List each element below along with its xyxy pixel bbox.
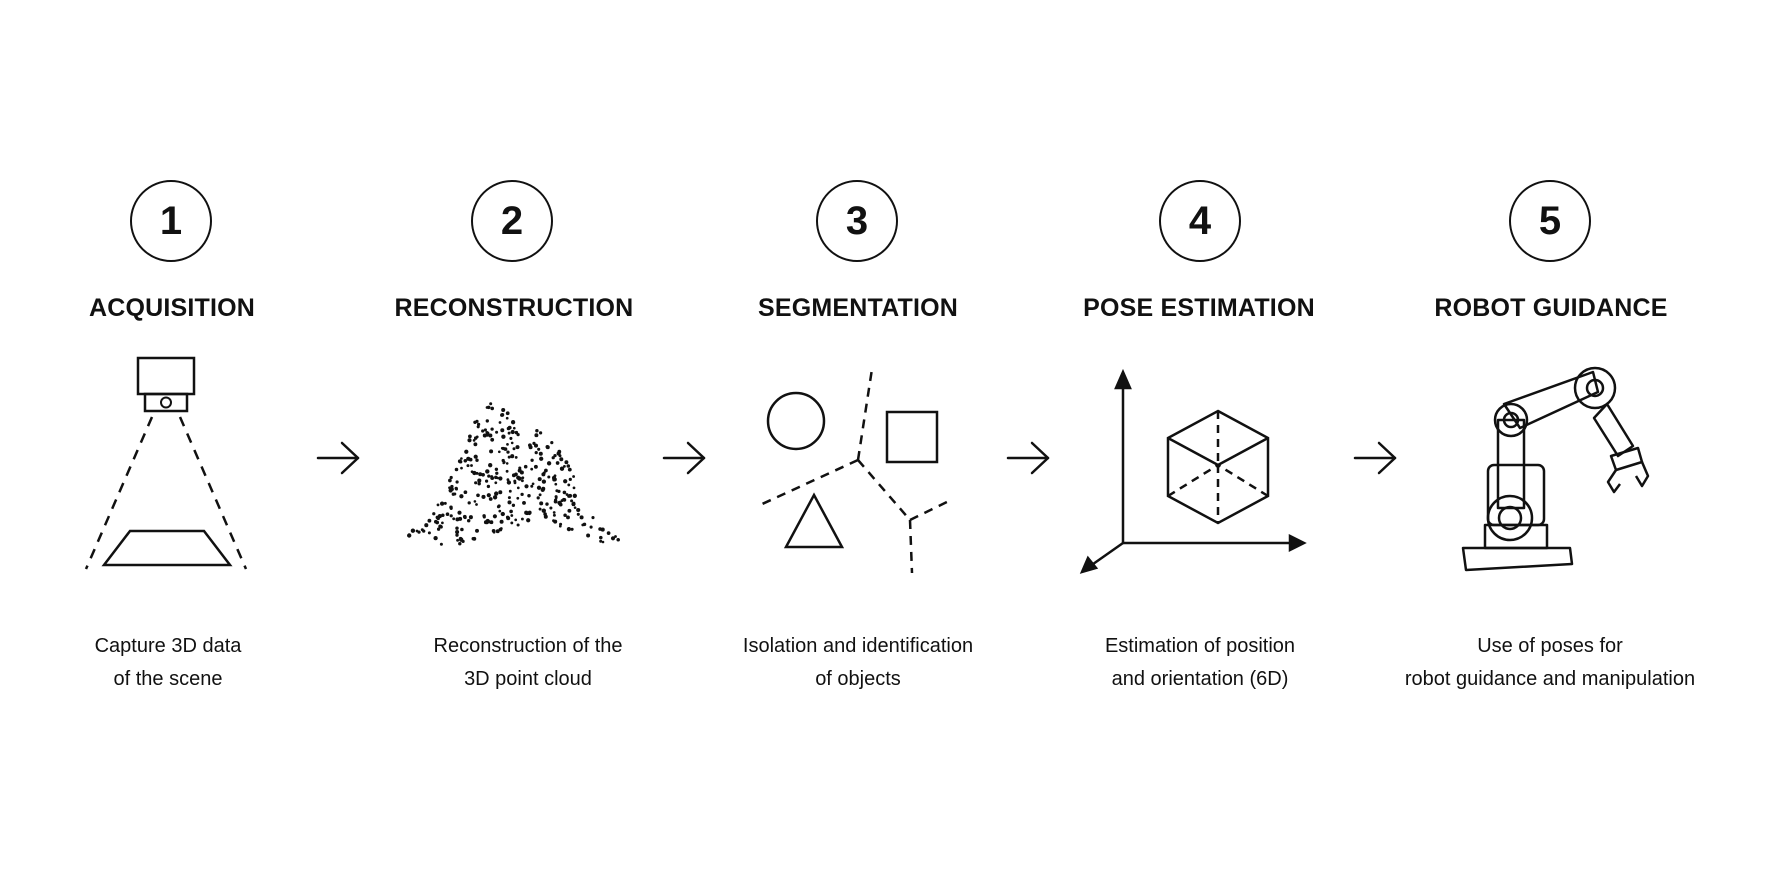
camera-icon [84,356,248,570]
step-title-5: ROBOT GUIDANCE [1434,294,1668,322]
step-description-5-line-2: robot guidance and manipulation [1404,668,1696,690]
step-description-1-line-2: of the scene [113,668,223,690]
step-description-3: Isolation and identification of objects [688,630,1028,696]
cube-axes-icon [1079,368,1307,574]
robot-arm-icon [1461,366,1650,572]
step-description-3-line-1: Isolation and identification [742,635,974,657]
step-number-2: 2 [471,180,553,262]
step-title-3: SEGMENTATION [757,294,959,322]
step-description-5-line-1: Use of poses for [1477,635,1623,657]
step-description-1-line-1: Capture 3D data [94,635,242,657]
step-number-1: 1 [130,180,212,262]
step-description-1: Capture 3D data of the scene [0,630,338,696]
step-description-3-line-2: of objects [815,668,901,690]
step-title-1: ACQUISITION [88,294,256,322]
arrow-right-icon [316,441,360,475]
step-title-4: POSE ESTIMATION [1083,294,1315,322]
step-description-4-line-2: and orientation (6D) [1111,668,1289,690]
arrow-right-icon [1353,441,1397,475]
step-description-5: Use of poses for robot guidance and mani… [1380,630,1720,696]
arrow-right-icon [662,441,706,475]
step-description-4-line-1: Estimation of position [1104,635,1296,657]
step-title-2: RECONSTRUCTION [394,294,634,322]
step-number-4: 4 [1159,180,1241,262]
step-description-4: Estimation of position and orientation (… [1030,630,1370,696]
step-description-2-line-1: Reconstruction of the [433,635,623,657]
arrow-right-icon [1006,441,1050,475]
step-number-5: 5 [1509,180,1591,262]
segmentation-icon [759,368,952,574]
step-description-2-line-2: 3D point cloud [464,668,592,690]
step-description-2: Reconstruction of the 3D point cloud [358,630,698,696]
step-number-3: 3 [816,180,898,262]
point-cloud-icon [407,402,620,546]
